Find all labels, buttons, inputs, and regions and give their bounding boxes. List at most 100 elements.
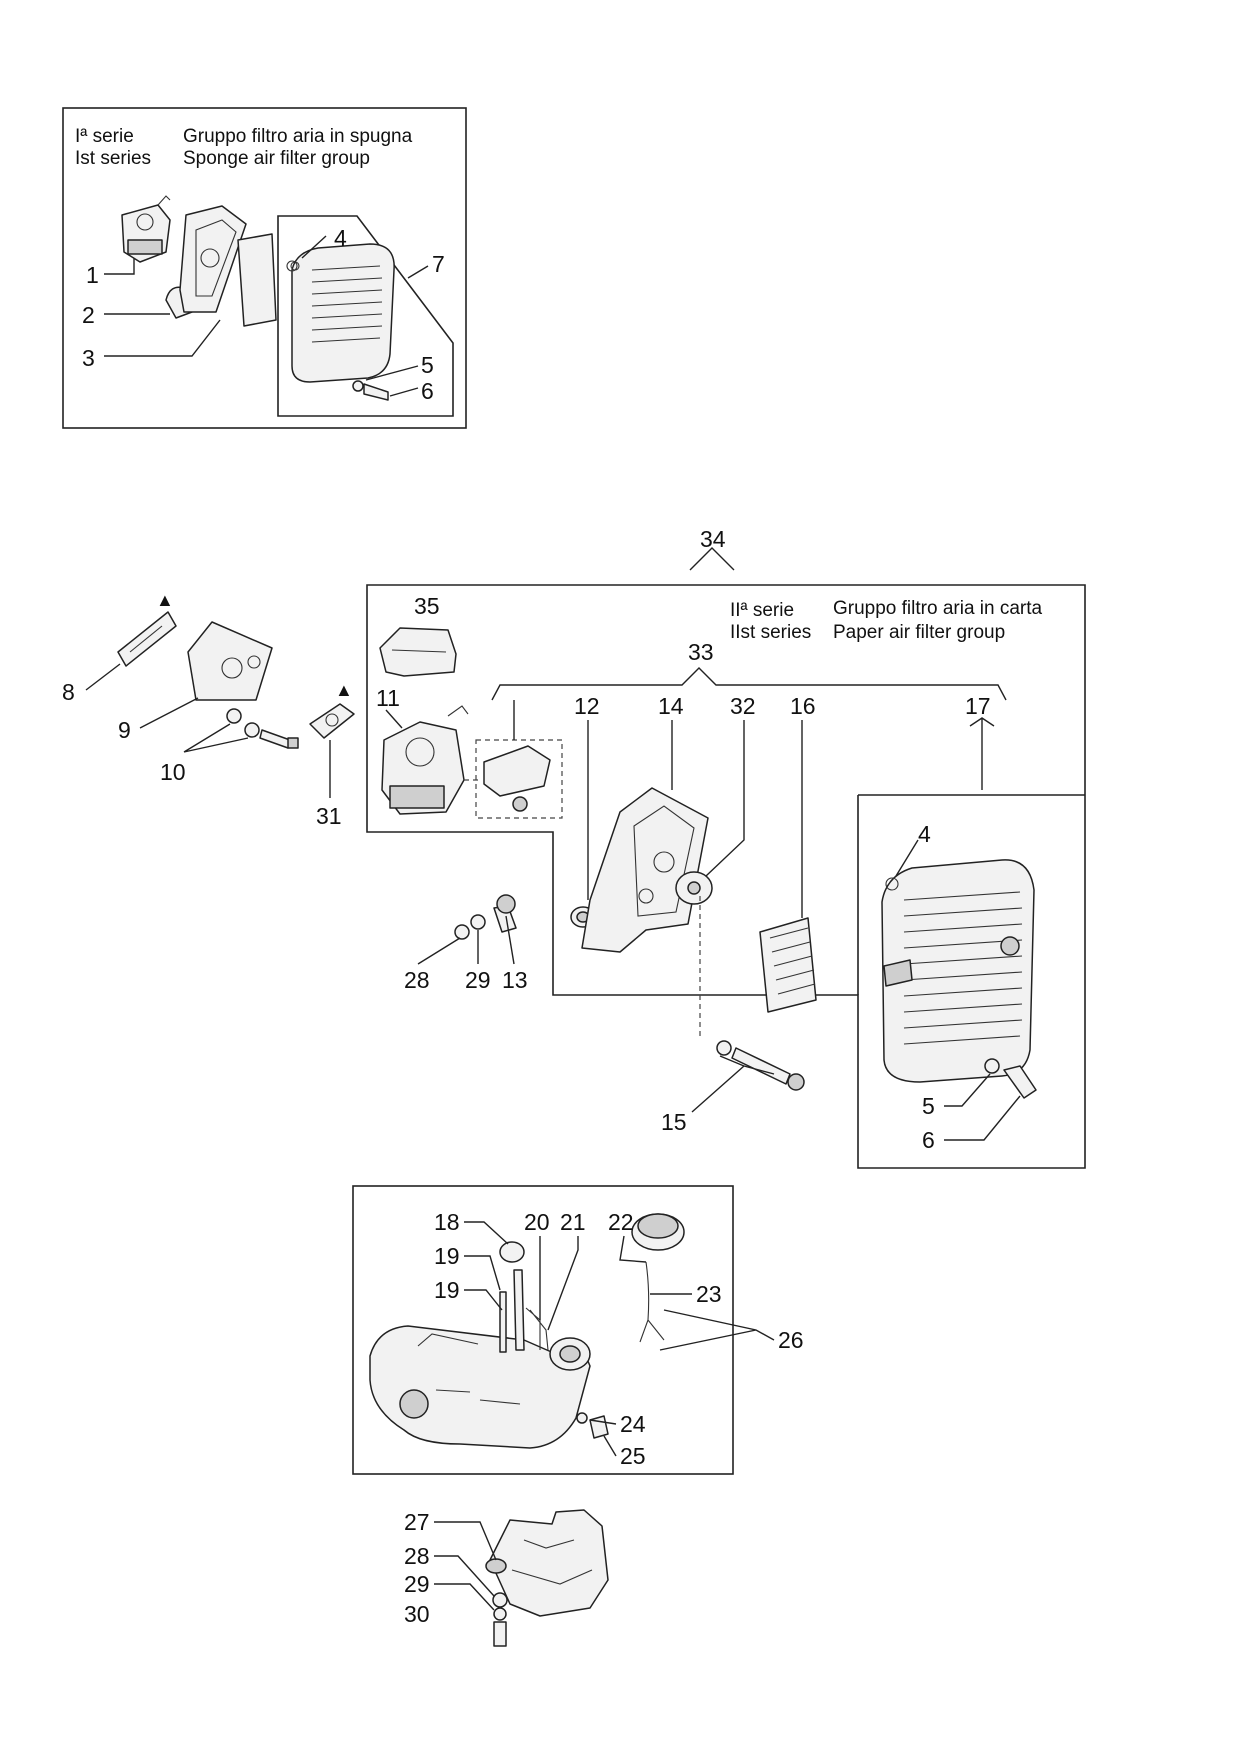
fuel-tank-frame xyxy=(352,1185,734,1475)
triangle-marker-8: ▲ xyxy=(156,590,174,610)
callout-17: 17 xyxy=(965,693,991,719)
callout-9: 9 xyxy=(118,717,131,743)
paper-series-en: IIst series xyxy=(730,622,811,643)
callout-28b: 28 xyxy=(404,967,430,993)
callout-31: 31 xyxy=(316,803,342,829)
intake-parts: ▲ ▲ 8 9 10 31 xyxy=(62,590,528,993)
callout-19a: 19 xyxy=(434,1243,460,1269)
pump-cover xyxy=(483,745,551,812)
callout-4a: 4 xyxy=(334,225,347,251)
callout-24: 24 xyxy=(620,1411,646,1437)
triangle-marker-31: ▲ xyxy=(335,680,353,700)
paper-filter-16 xyxy=(759,917,817,1013)
leader-8 xyxy=(85,663,121,691)
callout-27: 27 xyxy=(404,1509,430,1535)
callout-35: 35 xyxy=(414,593,440,619)
leader-19a xyxy=(464,1255,501,1291)
fuel-cap xyxy=(631,1213,685,1343)
leader-32 xyxy=(705,720,745,877)
leader-7 xyxy=(407,265,429,279)
paper-filter-group: 34 IIª serie IIst series Gruppo filtro a… xyxy=(366,526,1086,1169)
pump-inset xyxy=(475,739,563,819)
cover-subgroup-frame xyxy=(277,215,454,417)
callout-16: 16 xyxy=(790,693,816,719)
leader-4a xyxy=(301,235,327,259)
bottom-guard-group: 27 28 29 30 xyxy=(404,1509,609,1647)
carburetor-small xyxy=(121,195,171,263)
leader-24 xyxy=(589,1419,617,1425)
filter-support-14 xyxy=(581,787,709,953)
callout-11: 11 xyxy=(376,685,400,711)
screw-15 xyxy=(716,1040,805,1091)
screws-10 xyxy=(226,708,299,749)
callout-6a: 6 xyxy=(421,378,434,404)
callout-13: 13 xyxy=(502,967,528,993)
fuel-neck xyxy=(549,1337,591,1371)
leader-15 xyxy=(691,1055,775,1113)
callout-5a: 5 xyxy=(421,352,434,378)
sponge-series-it: Iª serie xyxy=(75,126,134,147)
screw-6b xyxy=(1003,1065,1037,1099)
sponge-title-it: Gruppo filtro aria in spugna xyxy=(183,126,413,147)
callout-29a: 29 xyxy=(404,1571,430,1597)
sponge-title-en: Sponge air filter group xyxy=(183,148,370,169)
callout-14: 14 xyxy=(658,693,684,719)
leader-18 xyxy=(464,1221,509,1245)
carburetor-11 xyxy=(381,705,480,815)
fuel-tank xyxy=(369,1325,591,1449)
callout-2: 2 xyxy=(82,302,95,328)
leader-1 xyxy=(104,258,135,275)
leader-26 xyxy=(659,1309,775,1351)
callout-26: 26 xyxy=(778,1327,804,1353)
washer-5b xyxy=(984,1058,1000,1074)
leader-22 xyxy=(619,1235,647,1263)
leader-9 xyxy=(139,697,199,729)
fastener-set-13 xyxy=(454,894,517,940)
filter-support-small xyxy=(179,205,247,313)
callout-32: 32 xyxy=(730,693,756,719)
filter-cover-large xyxy=(881,859,1035,1083)
callout-23: 23 xyxy=(696,1281,722,1307)
sponge-element xyxy=(237,233,277,327)
filter-cover-small xyxy=(286,243,395,383)
callout-1: 1 xyxy=(86,262,99,288)
leader-3 xyxy=(104,319,221,357)
callout-7: 7 xyxy=(432,251,445,277)
callout-4b: 4 xyxy=(918,821,931,847)
callout-30: 30 xyxy=(404,1601,430,1627)
callout-34: 34 xyxy=(700,526,726,552)
screw-small-a xyxy=(352,380,389,401)
paper-series-it: IIª serie xyxy=(730,600,794,621)
callout-29b: 29 xyxy=(465,967,491,993)
leader-27 xyxy=(434,1521,497,1561)
bracket-33 xyxy=(491,667,1007,701)
bottom-guard xyxy=(485,1509,609,1617)
leader-4b xyxy=(895,839,919,877)
callout-3: 3 xyxy=(82,345,95,371)
leader-10 xyxy=(183,723,249,753)
callout-28a: 28 xyxy=(404,1543,430,1569)
callout-21: 21 xyxy=(560,1209,586,1235)
fuel-hoses xyxy=(499,1241,549,1353)
callout-10: 10 xyxy=(160,759,186,785)
gasket-31 xyxy=(309,703,355,739)
guard-fasteners xyxy=(492,1592,508,1647)
leader-11 xyxy=(385,709,403,729)
leader-29a xyxy=(434,1583,495,1611)
callout-6b: 6 xyxy=(922,1127,935,1153)
leader-6b xyxy=(944,1095,1021,1141)
leader-21 xyxy=(547,1236,579,1331)
leader-25 xyxy=(603,1435,617,1457)
o-ring-small xyxy=(290,261,300,271)
leader-13 xyxy=(505,915,515,965)
fuel-tank-group: 18 19 19 20 21 22 23 26 24 25 xyxy=(352,1185,804,1475)
paper-title-en: Paper air filter group xyxy=(833,622,1005,643)
callout-12: 12 xyxy=(574,693,600,719)
bracket-34 xyxy=(689,547,735,571)
callout-19b: 19 xyxy=(434,1277,460,1303)
o-ring-4b xyxy=(885,877,899,891)
callout-22: 22 xyxy=(608,1209,634,1235)
callout-15: 15 xyxy=(661,1109,687,1135)
callout-20: 20 xyxy=(524,1209,550,1235)
